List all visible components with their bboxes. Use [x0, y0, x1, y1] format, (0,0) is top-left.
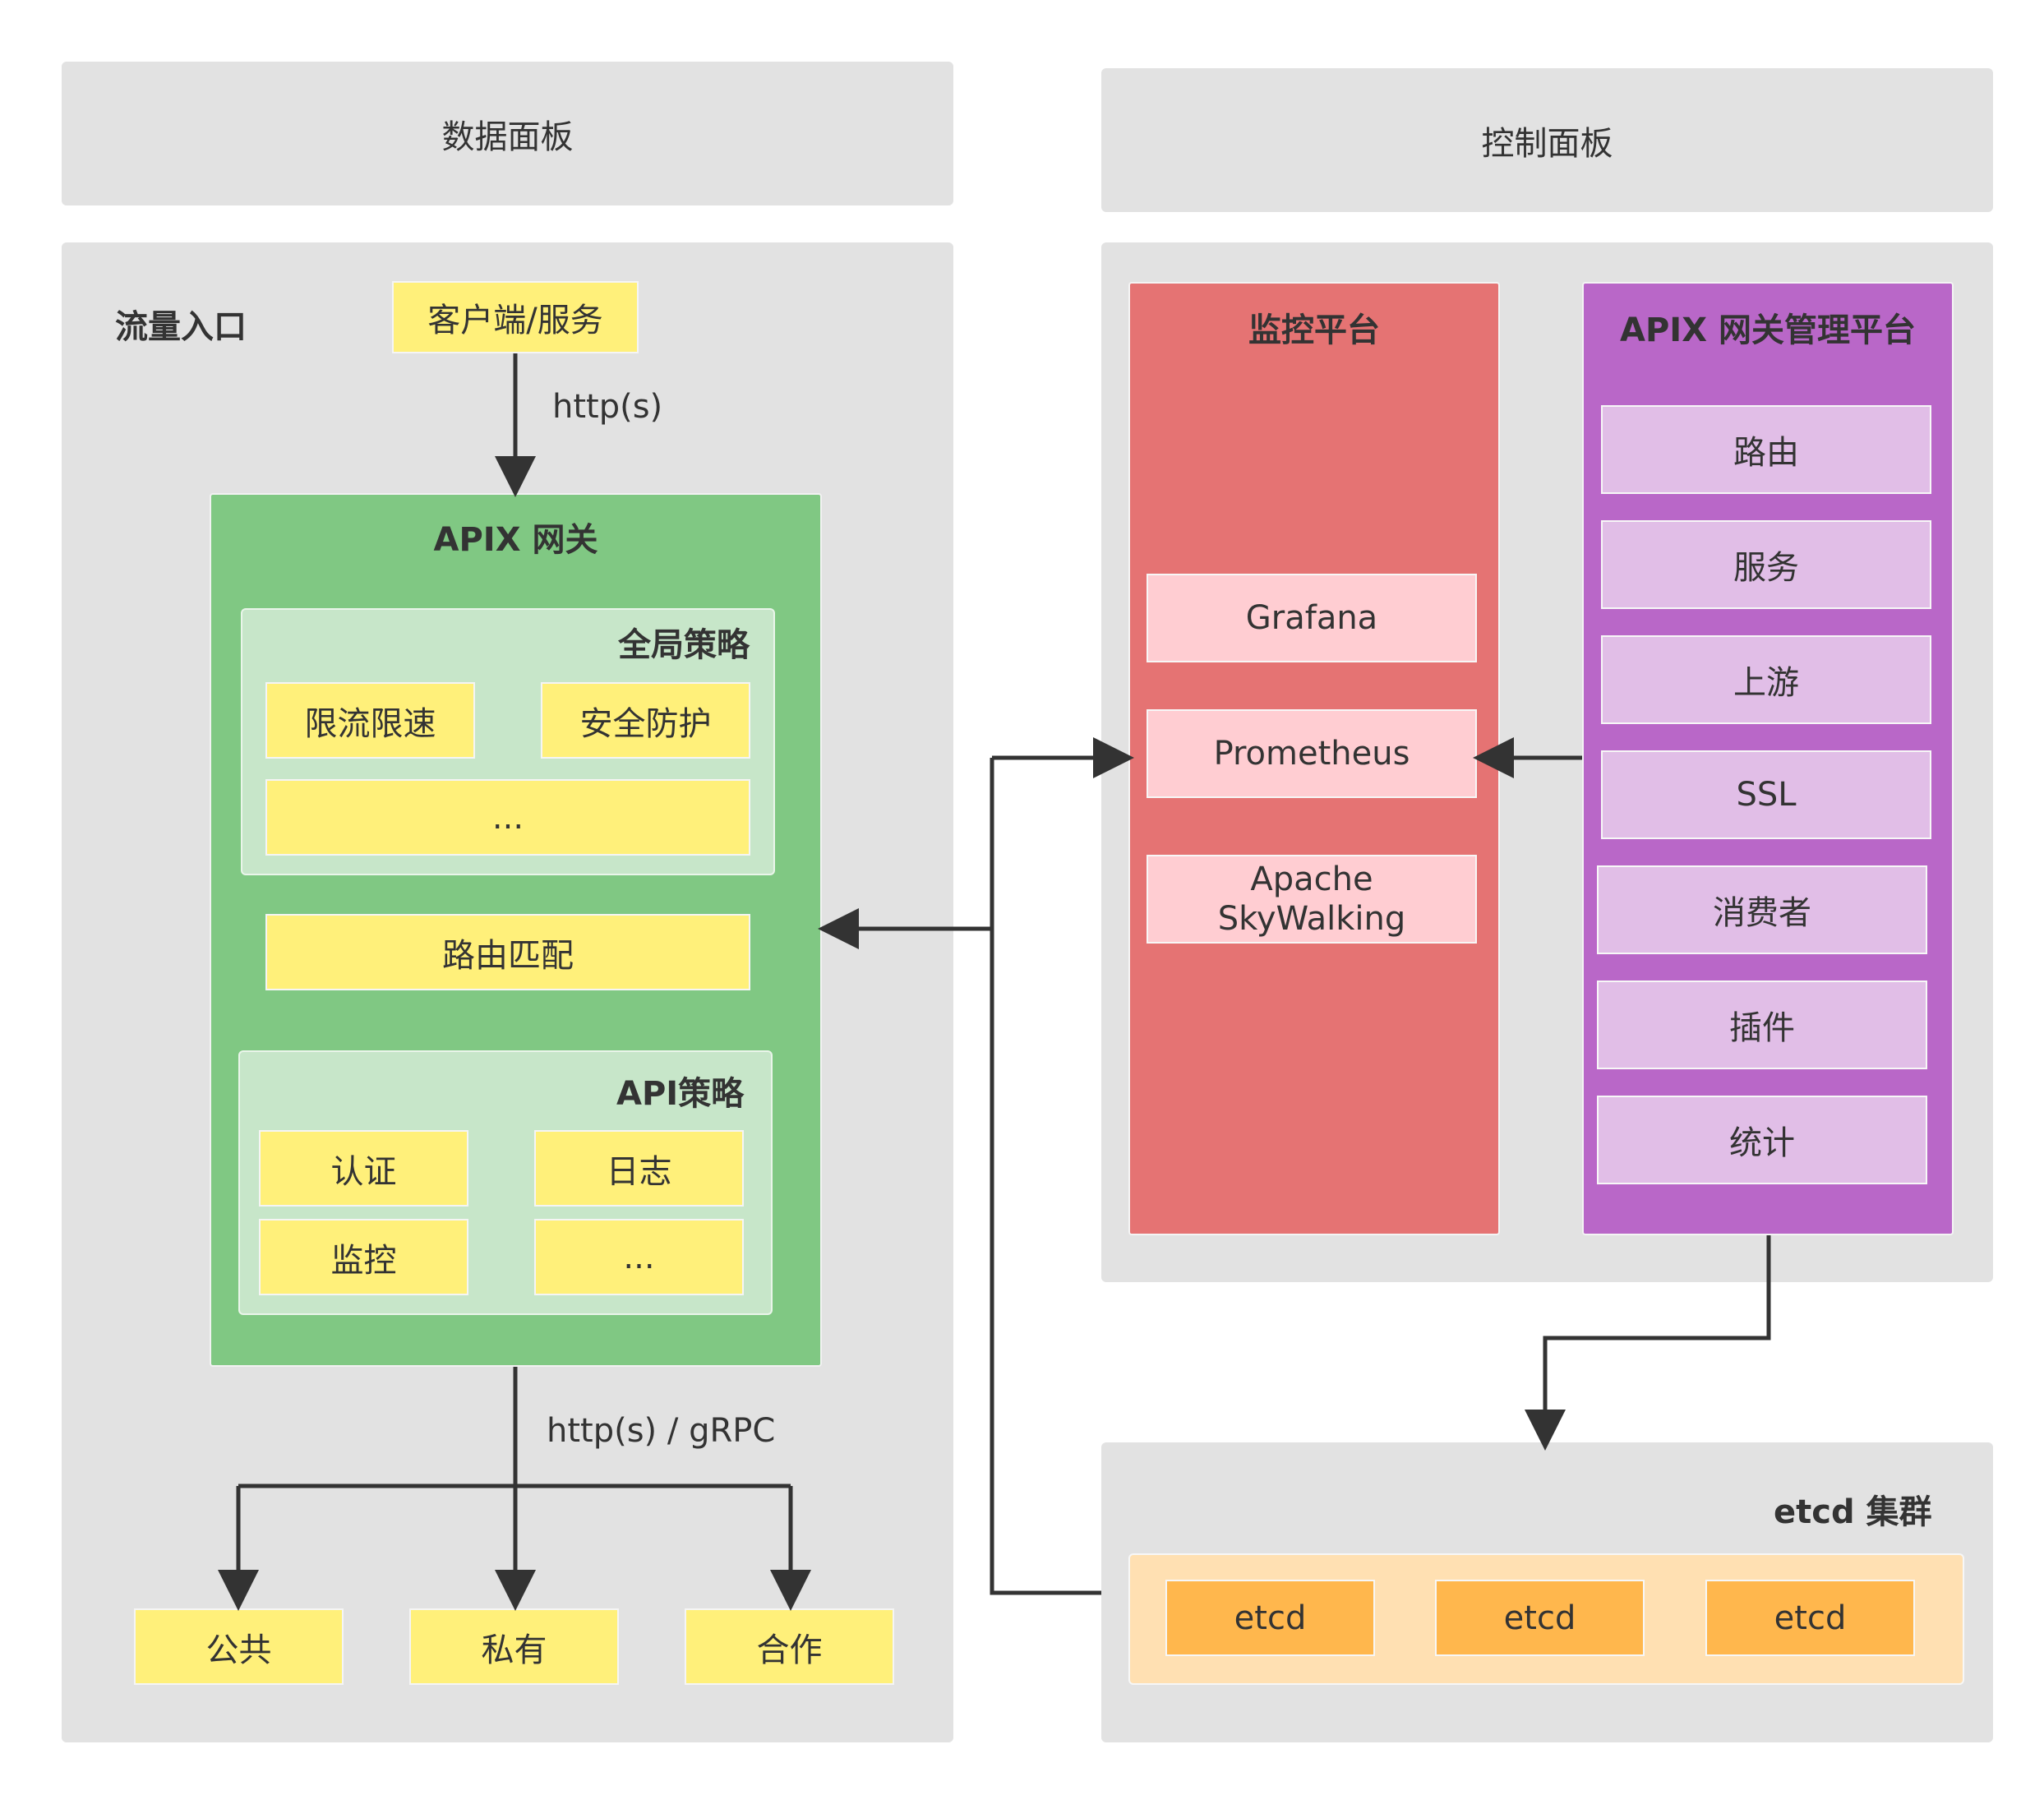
mgmt-route: 路由 — [1601, 405, 1931, 494]
etcd-node-3: etcd — [1705, 1580, 1915, 1656]
monitoring-title: 监控平台 — [1248, 311, 1380, 349]
etcd-node-2: etcd — [1435, 1580, 1645, 1656]
upstream-partner: 合作 — [685, 1608, 894, 1685]
mgmt-ssl: SSL — [1601, 750, 1931, 839]
client-service-box: 客户端/服务 — [392, 281, 639, 353]
upstream-private: 私有 — [409, 1608, 619, 1685]
grafana-box: Grafana — [1147, 574, 1477, 662]
monitor-box: 监控 — [259, 1219, 468, 1295]
auth-box: 认证 — [259, 1130, 468, 1207]
control-plane-title: 控制面板 — [1481, 124, 1613, 163]
data-plane-header: 数据面板 — [62, 62, 953, 205]
global-more-box: ... — [265, 779, 750, 856]
global-policy-title: 全局策略 — [618, 626, 750, 664]
prometheus-box: Prometheus — [1147, 709, 1477, 798]
upstream-public: 公共 — [134, 1608, 344, 1685]
route-match-box: 路由匹配 — [265, 914, 750, 990]
mgmt-plugin: 插件 — [1597, 981, 1927, 1069]
control-plane-header: 控制面板 — [1101, 68, 1993, 212]
etcd-cluster-title: etcd 集群 — [1774, 1493, 1932, 1531]
mgmt-service: 服务 — [1601, 520, 1931, 609]
mgmt-upstream: 上游 — [1601, 635, 1931, 724]
ingress-label: 流量入口 — [115, 308, 247, 346]
api-more-box: ... — [534, 1219, 744, 1295]
etcd-feedback-line — [990, 758, 1101, 1595]
rate-limit-box: 限流限速 — [265, 682, 475, 759]
etcd-node-1: etcd — [1165, 1580, 1375, 1656]
gateway-title: APIX 网关 — [433, 520, 598, 559]
skywalking-box: Apache SkyWalking — [1147, 855, 1477, 944]
management-title: APIX 网关管理平台 — [1620, 311, 1916, 349]
protocol-in-label: http(s) — [552, 388, 663, 426]
data-plane-title: 数据面板 — [441, 118, 574, 156]
mgmt-consumer: 消费者 — [1597, 865, 1927, 954]
mgmt-stats: 统计 — [1597, 1096, 1927, 1184]
security-box: 安全防护 — [541, 682, 750, 759]
mgmt-to-etcd-arrow — [1525, 1235, 1771, 1451]
api-policy-title: API策略 — [616, 1075, 745, 1113]
log-box: 日志 — [534, 1130, 744, 1207]
protocol-out-label: http(s) / gRPC — [547, 1412, 776, 1450]
